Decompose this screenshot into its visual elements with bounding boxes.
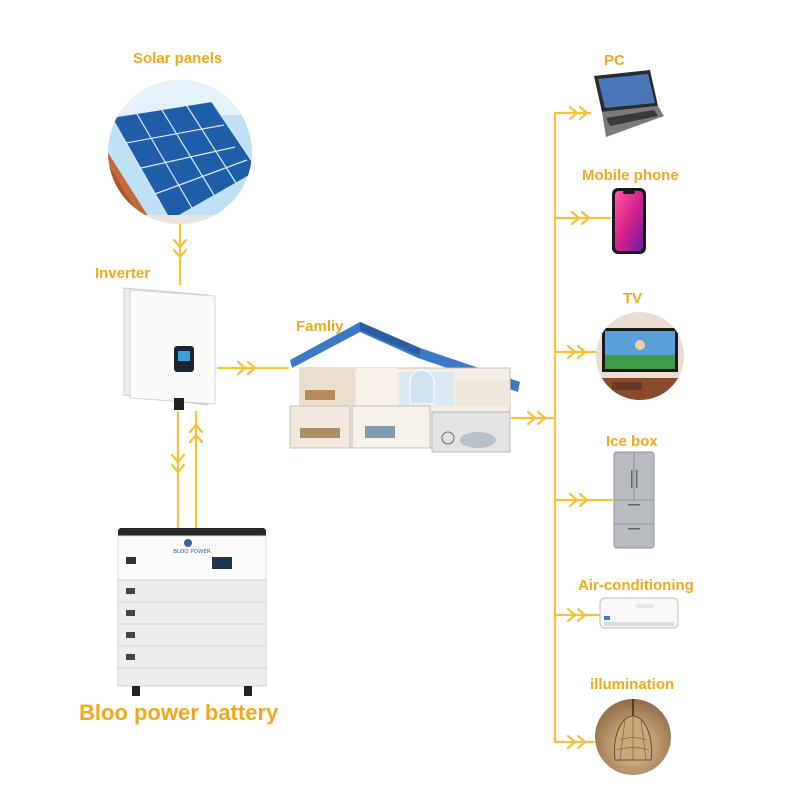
house-arrow-1 <box>236 360 247 376</box>
solar-panels-label: Solar panels <box>133 50 223 67</box>
family-label: Famliy <box>296 318 344 335</box>
air-conditioning-label: Air-conditioning <box>578 577 694 594</box>
battery-brand: BLOO POWER <box>173 549 211 555</box>
inverter-label: Inverter <box>95 265 151 282</box>
solar-arrow-1 <box>172 238 188 249</box>
ice-box-label: Ice box <box>606 433 658 450</box>
battery-label: Bloo power battery <box>79 700 279 725</box>
tv-label: TV <box>623 290 643 307</box>
bus-arrow-1 <box>526 410 537 426</box>
down-arrow-1 <box>170 453 186 464</box>
up-arrow-1 <box>188 423 204 434</box>
up-arrow-2 <box>188 433 204 444</box>
pc-label: PC <box>604 52 625 69</box>
bus-arrow-2 <box>536 410 547 426</box>
house-arrow-2 <box>246 360 257 376</box>
mobile-phone-label: Mobile phone <box>582 167 679 184</box>
illumination-label: illumination <box>590 676 675 693</box>
down-arrow-2 <box>170 463 186 474</box>
solar-arrow-2 <box>172 248 188 259</box>
